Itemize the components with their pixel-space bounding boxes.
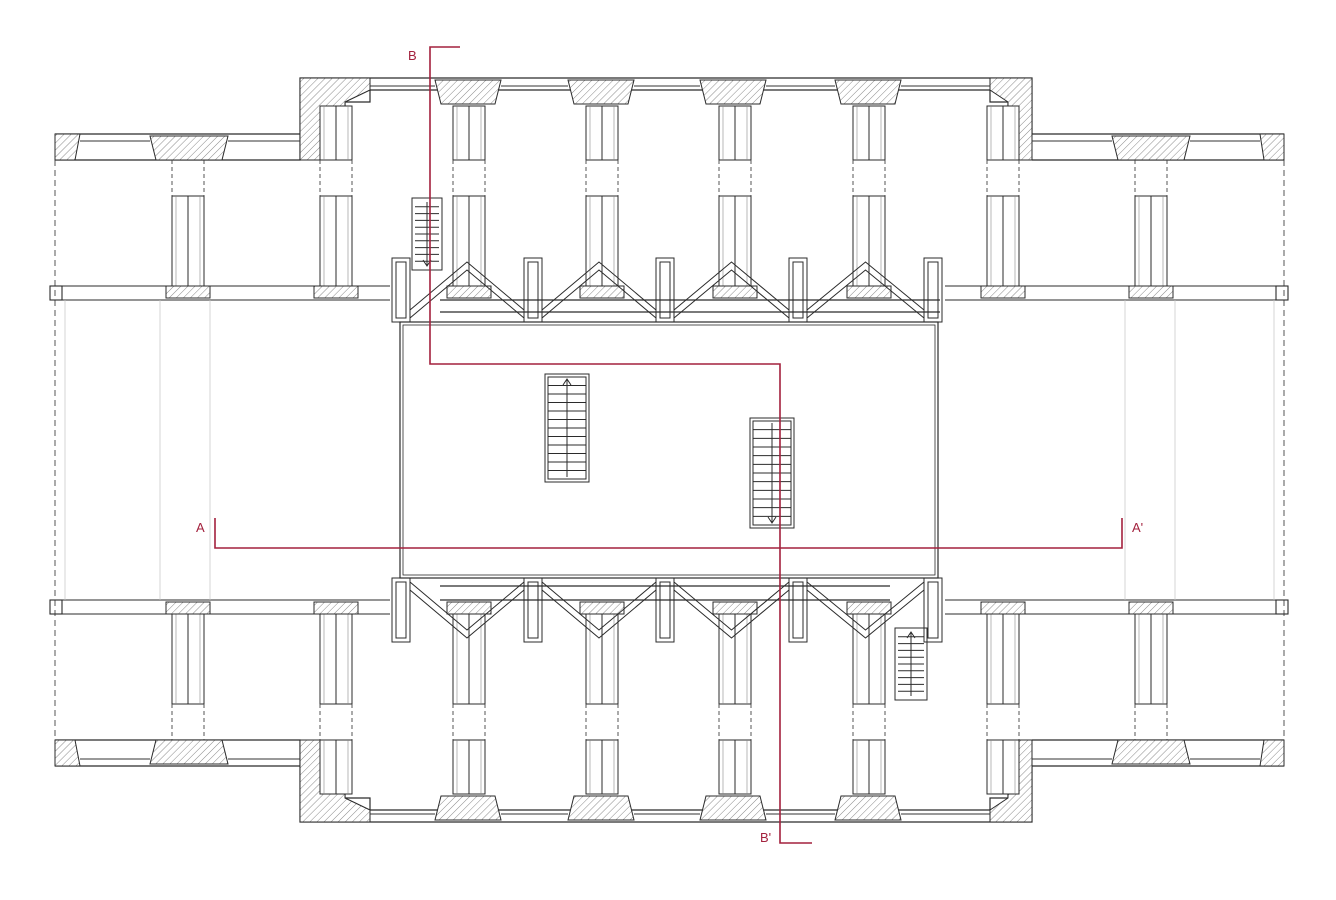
window-glazing [80,85,1260,815]
staircase-top-left [411,197,443,271]
wall-piers [149,79,1191,821]
staircase-center-right [749,417,795,529]
pier-bottom [834,795,902,821]
stair-arrowhead [562,378,572,386]
truss-post-top-inner [927,261,939,319]
column-base-lower [579,601,625,615]
column-connectors [171,160,1168,740]
pier-wing-bottom [1111,739,1191,765]
truss-post-top-inner [395,261,407,319]
truss-post-top-inner [527,261,539,319]
wall-corners [54,77,1285,823]
truss-post-bottom [788,577,808,643]
pier-top [434,79,502,105]
columns [171,105,1168,795]
column-base-upper [712,285,758,299]
truss-post-top [655,257,675,323]
column-bases [165,285,1174,615]
column-base-lower [846,601,892,615]
pier-wing-top [1111,135,1191,161]
column-base-upper [846,285,892,299]
truss-brace-bottom [409,589,525,639]
truss-brace-bottom [673,581,790,631]
truss-post-top-inner [792,261,804,319]
truss-brace-bottom [673,589,790,639]
column-base-lower [1128,601,1174,615]
pier-bottom [434,795,502,821]
stair-arrowhead [767,516,777,524]
truss-brace-bottom [806,581,925,631]
truss-brace-bottom [541,589,657,639]
truss-post-bottom [523,577,543,643]
truss-post-bottom [655,577,675,643]
truss-post-bottom-inner [927,581,939,639]
column-base-upper [1128,285,1174,299]
truss-brace-top [541,261,657,311]
column-base-lower [446,601,492,615]
section-label-a-prime: A' [1132,520,1143,535]
truss-brace-bottom [409,581,525,631]
pier-top [699,79,767,105]
pier-wing-bottom [149,739,229,765]
pier-bottom [699,795,767,821]
truss-post-top [523,257,543,323]
column-base-upper [446,285,492,299]
column-base-lower [165,601,211,615]
truss-brace-top [409,269,525,319]
central-hall [399,299,940,601]
truss-post-bottom-inner [659,581,671,639]
truss-brace-top [673,261,790,311]
side-walls [54,160,1285,740]
section-line-aa [214,518,1123,549]
column-base-lower [980,601,1026,615]
stair-arrowhead [906,631,916,639]
column-base-upper [165,285,211,299]
truss-bracing [391,257,943,643]
staircase-center-left [544,373,590,483]
staircase-bottom-right [894,627,928,701]
column-base-upper [313,285,359,299]
corridor-walls [49,285,1289,615]
truss-brace-top [806,269,925,319]
truss-brace-top [409,261,525,311]
column-base-upper [579,285,625,299]
truss-brace-bottom [541,581,657,631]
truss-post-bottom-inner [792,581,804,639]
truss-post-bottom-inner [527,581,539,639]
truss-brace-bottom [806,589,925,639]
truss-brace-top [673,269,790,319]
truss-post-top [923,257,943,323]
section-label-b: B [408,48,417,63]
faint-guidelines [64,300,1275,600]
pier-top [834,79,902,105]
truss-post-bottom-inner [395,581,407,639]
truss-post-top [391,257,411,323]
column-base-lower [712,601,758,615]
pier-bottom [567,795,635,821]
truss-post-top-inner [659,261,671,319]
truss-post-top [788,257,808,323]
section-line-bb [429,46,812,844]
section-label-b-prime: B' [760,830,771,845]
column-base-lower [313,601,359,615]
column-base-upper [980,285,1026,299]
pier-top [567,79,635,105]
truss-brace-top [541,269,657,319]
section-label-a: A [196,520,205,535]
section-lines [214,46,1123,844]
outer-walls [55,77,1284,823]
truss-brace-top [806,261,925,311]
truss-post-bottom [923,577,943,643]
pier-wing-top [149,135,229,161]
truss-post-bottom [391,577,411,643]
